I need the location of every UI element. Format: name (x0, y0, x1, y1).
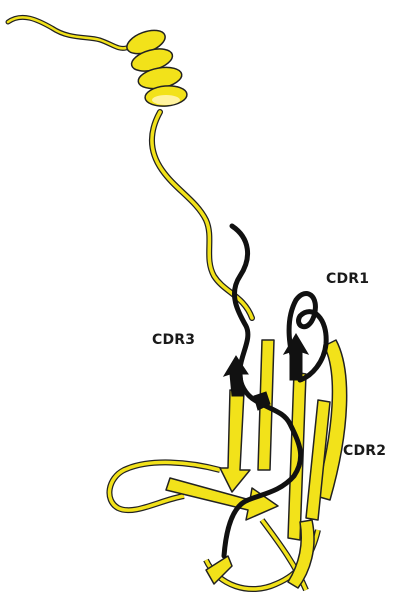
cdr3-label: CDR3 (152, 332, 195, 348)
cdr2-label: CDR2 (343, 443, 386, 459)
alpha-helix (124, 26, 188, 108)
cdr1-label: CDR1 (326, 271, 369, 287)
beta-sandwich-domain (109, 340, 346, 590)
beta-strand-d (288, 372, 306, 540)
beta-strand-a (220, 390, 250, 492)
